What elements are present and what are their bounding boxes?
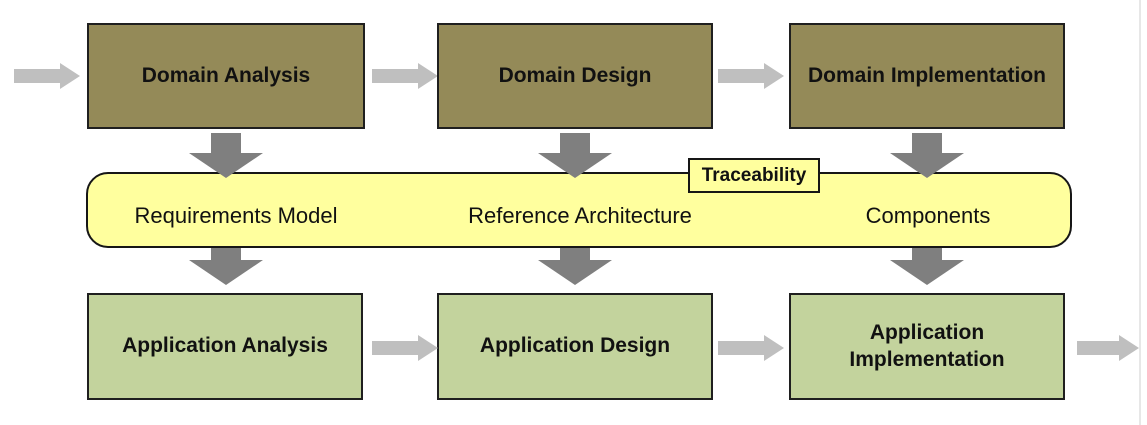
application-implementation-label: Application Implementation bbox=[849, 321, 1005, 371]
domain-analysis-to-design-arrow-right-icon bbox=[372, 63, 438, 89]
application-design-to-implementation-arrow-right-icon bbox=[718, 335, 784, 361]
page-edge-line bbox=[1139, 0, 1141, 425]
domain-design-box: Domain Design bbox=[437, 23, 713, 129]
traceability-tag: Traceability bbox=[688, 158, 820, 193]
flow-exit-arrow-right-icon bbox=[1077, 335, 1139, 361]
flow-entry-arrow-right-icon bbox=[14, 63, 80, 89]
application-analysis-to-design-arrow-right-icon bbox=[372, 335, 438, 361]
domain-design-to-implementation-arrow-right-icon bbox=[718, 63, 784, 89]
application-analysis-box: Application Analysis bbox=[87, 293, 363, 400]
application-implementation-box: Application Implementation bbox=[789, 293, 1065, 400]
traceability-tag-label: Traceability bbox=[701, 164, 807, 186]
application-design-box: Application Design bbox=[437, 293, 713, 400]
components-label: Components bbox=[865, 203, 991, 228]
domain-implementation-box: Domain Implementation bbox=[789, 23, 1065, 129]
domain-analysis-label: Domain Analysis bbox=[141, 63, 311, 87]
reference-architecture-label: Reference Architecture bbox=[468, 203, 692, 228]
application-design-label: Application Design bbox=[479, 334, 671, 358]
application-analysis-label: Application Analysis bbox=[122, 334, 328, 358]
domain-analysis-box: Domain Analysis bbox=[87, 23, 365, 129]
domain-design-label: Domain Design bbox=[498, 63, 652, 87]
domain-implementation-label: Domain Implementation bbox=[807, 63, 1047, 87]
requirements-model-label: Requirements Model bbox=[134, 203, 338, 228]
